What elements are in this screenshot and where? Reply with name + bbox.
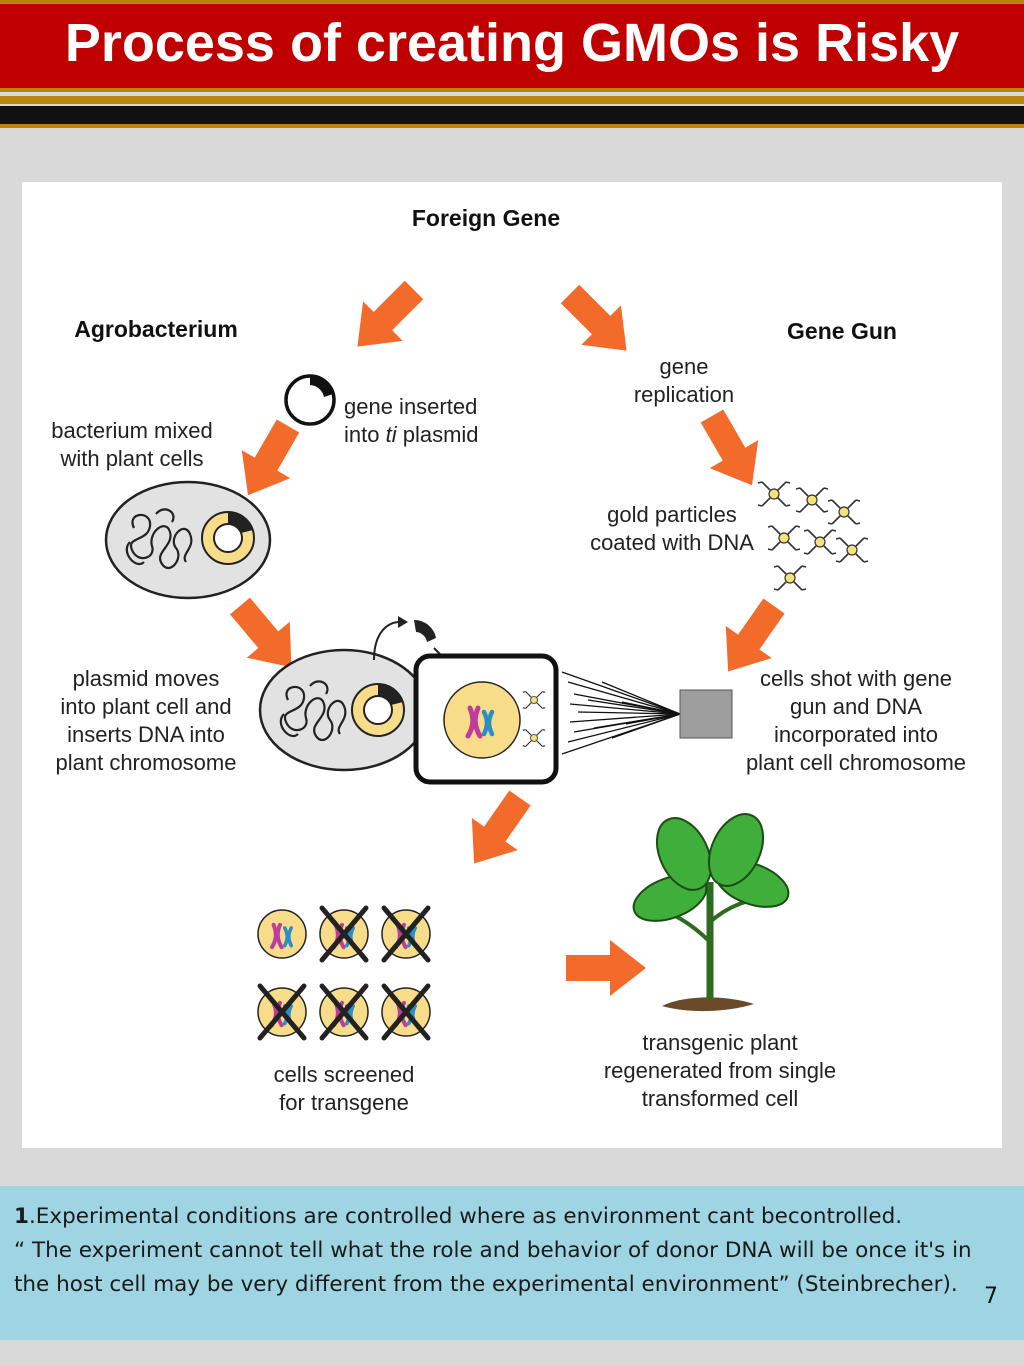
arrow-screen-to-plant (566, 940, 646, 996)
gold-particles-line2: coated with DNA (590, 530, 754, 555)
arrow-replication-to-gold (687, 402, 777, 500)
cells-screened-line1: cells screened (274, 1062, 415, 1087)
notes-box: 1.Experimental conditions are controlled… (0, 1186, 1024, 1340)
plasmid-moves-line1: plasmid moves (73, 666, 220, 691)
gene-gun-streaks (561, 671, 681, 755)
gene-replication-line2: replication (634, 382, 734, 407)
plant-cell-target (413, 653, 559, 785)
arrow-foreign-to-gun (550, 274, 647, 371)
screened-cells-grid (257, 908, 431, 1038)
gene-gun-device (679, 689, 733, 739)
plasmid-icon (284, 374, 336, 426)
black-rule (0, 106, 1024, 128)
bacterium-mixed-line2: with plant cells (59, 446, 203, 471)
transgenic-plant-line1: transgenic plant (642, 1030, 797, 1055)
note-line1: .Experimental conditions are controlled … (28, 1204, 903, 1229)
gold-particles-cluster (757, 481, 869, 591)
gold-rule (0, 96, 1024, 104)
gene-inserted-line1: gene inserted (344, 394, 477, 419)
transgenic-plant-line2: regenerated from single (604, 1058, 836, 1083)
gene-inserted-line2: into ti plasmid (344, 422, 479, 447)
page-number: 7 (984, 1284, 998, 1309)
notes-text: 1.Experimental conditions are controlled… (14, 1200, 974, 1302)
cells-shot-line1: cells shot with gene (760, 666, 952, 691)
agro-cell-middle (258, 648, 430, 772)
cells-shot-line3: incorporated into (774, 722, 938, 747)
gold-particles-line1: gold particles (607, 502, 737, 527)
arrow-cell-to-screen (451, 781, 543, 880)
gene-gun-label: Gene Gun (787, 318, 897, 344)
title-bar: Process of creating GMOs is Risky (0, 0, 1024, 92)
note-number: 1 (14, 1204, 29, 1229)
gene-replication-line1: gene (660, 354, 709, 379)
plasmid-moves-line3: inserts DNA into (67, 722, 225, 747)
plasmid-moves-line4: plant chromosome (56, 750, 237, 775)
diagram-svg: Foreign Gene Agrobacterium Gene Gun gene… (51, 205, 966, 1115)
arrow-foreign-to-agro (337, 270, 434, 367)
transgenic-plant-line3: transformed cell (642, 1086, 799, 1111)
plasmid-moves-line2: into plant cell and (60, 694, 231, 719)
cells-shot-line4: plant cell chromosome (746, 750, 966, 775)
cells-screened-line2: for transgene (279, 1090, 409, 1115)
bacterium-mixed-line1: bacterium mixed (51, 418, 212, 443)
gmo-process-diagram: Foreign Gene Agrobacterium Gene Gun gene… (22, 182, 1002, 1148)
note-line2: “ The experiment cannot tell what the ro… (14, 1238, 972, 1297)
agrobacterium-label: Agrobacterium (74, 316, 238, 342)
bacterium-cell (104, 480, 272, 600)
cells-shot-line2: gun and DNA (790, 694, 922, 719)
foreign-gene-label: Foreign Gene (412, 205, 560, 231)
slide-title: Process of creating GMOs is Risky (64, 13, 960, 73)
transgenic-plant-icon (632, 813, 790, 1012)
